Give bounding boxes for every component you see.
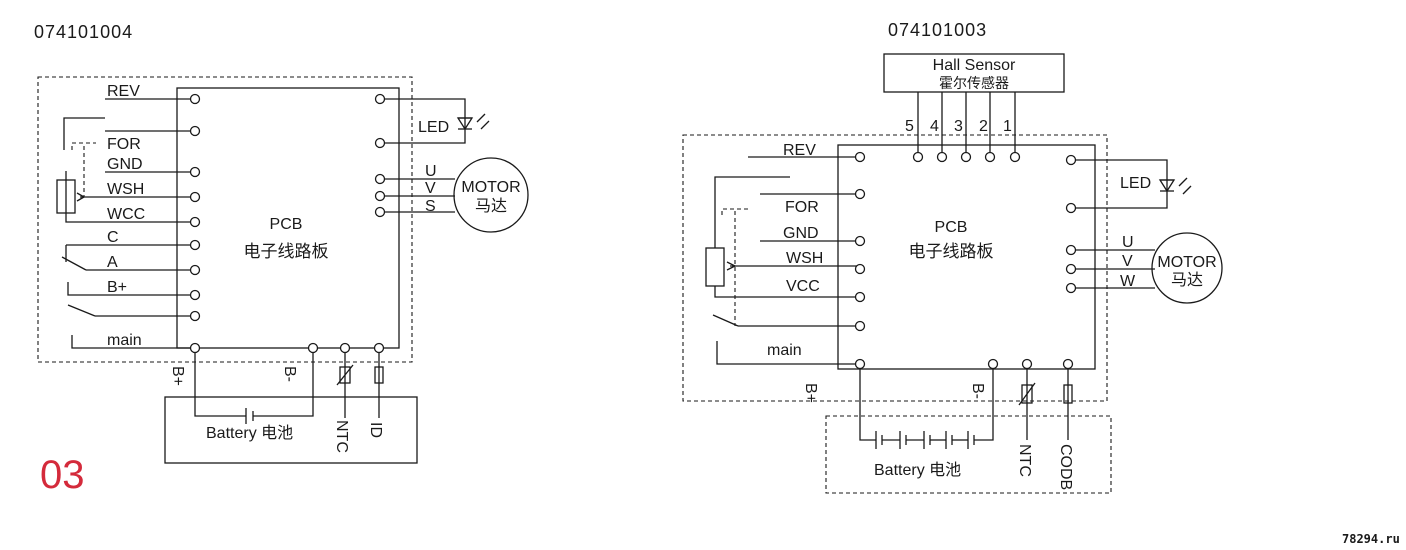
diagram-074101003: 074101003 Hall Sensor 霍尔传感器 5 4 3 2 1 PC… xyxy=(682,20,1223,494)
right-hall-subtitle: 霍尔传感器 xyxy=(939,75,1009,91)
left-label-gnd: GND xyxy=(107,156,143,173)
right-label-for: FOR xyxy=(785,199,819,216)
right-motor-pin-w: W xyxy=(1120,273,1136,290)
left-motor-sub: 马达 xyxy=(475,197,507,215)
watermark: 78294.ru xyxy=(1342,532,1400,546)
left-motor xyxy=(453,157,529,233)
left-enclosure xyxy=(37,76,413,363)
right-hall-pin-5: 5 xyxy=(905,118,914,135)
left-label-bplus: B+ xyxy=(107,279,127,296)
left-bplus-label: B+ xyxy=(169,366,186,386)
right-pcb-subtitle: 电子线路板 xyxy=(909,242,994,261)
left-battery-label: Battery 电池 xyxy=(206,424,293,442)
right-battery-box xyxy=(825,415,1112,494)
right-pcb-title: PCB xyxy=(935,219,968,236)
right-codb-label: CODB xyxy=(1057,444,1074,490)
left-motor-pin-v: V xyxy=(425,180,436,197)
right-label-main: main xyxy=(767,342,802,359)
right-enclosure xyxy=(682,134,1108,402)
left-pin-main xyxy=(189,342,201,354)
left-label-wcc: WCC xyxy=(107,206,145,223)
left-label-c: C xyxy=(107,229,119,246)
left-pin-rev xyxy=(189,93,201,105)
right-bplus-label: B+ xyxy=(802,383,819,403)
left-pin-bplus xyxy=(189,289,201,301)
right-bminus-label: B- xyxy=(969,383,986,399)
right-hall-pin-4: 4 xyxy=(930,118,939,135)
right-motor xyxy=(1151,232,1223,304)
left-id-label: ID xyxy=(367,422,384,438)
left-battery-box xyxy=(164,396,418,464)
right-pcb-board xyxy=(837,144,1096,370)
left-pin-for xyxy=(189,125,201,137)
right-hall-pin-3: 3 xyxy=(954,118,963,135)
left-label-wsh: WSH xyxy=(107,181,144,198)
left-ntc-label: NTC xyxy=(333,420,350,453)
left-pin-c xyxy=(189,239,201,251)
right-motor-pin-v: V xyxy=(1122,253,1133,270)
right-motor-sub: 马达 xyxy=(1171,271,1203,289)
diagram-074101004: 074101004 PCB 电子线路板 xyxy=(34,22,529,464)
left-pin-gnd xyxy=(189,166,201,178)
left-model-code: 074101004 xyxy=(34,22,133,42)
left-label-rev: REV xyxy=(107,83,140,100)
left-pcb-title: PCB xyxy=(270,216,303,233)
page-number: 03 xyxy=(40,453,85,497)
right-label-rev: REV xyxy=(783,142,816,159)
right-model-code: 074101003 xyxy=(888,20,987,40)
left-pin-wsh xyxy=(189,191,201,203)
left-pin-wcc xyxy=(189,216,201,228)
left-pin-extra xyxy=(189,310,201,322)
left-pcb-subtitle: 电子线路板 xyxy=(244,242,329,261)
left-potentiometer xyxy=(56,179,76,214)
right-hall-sensor xyxy=(883,53,1065,93)
left-label-main: main xyxy=(107,332,142,349)
right-battery-label: Battery 电池 xyxy=(874,461,961,479)
right-led-label: LED xyxy=(1120,175,1151,192)
left-label-for: FOR xyxy=(107,136,141,153)
right-battery-cells xyxy=(875,431,975,449)
right-motor-pin-u: U xyxy=(1122,234,1134,251)
left-bminus-label: B- xyxy=(281,366,298,382)
right-label-gnd: GND xyxy=(783,225,819,242)
right-hall-pin-2: 2 xyxy=(979,118,988,135)
left-led-label: LED xyxy=(418,119,449,136)
left-label-a: A xyxy=(107,254,118,271)
left-motor-label: MOTOR xyxy=(461,179,520,196)
right-ntc-label: NTC xyxy=(1016,444,1033,477)
right-label-wsh: WSH xyxy=(786,250,823,267)
left-pcb-board xyxy=(176,87,400,349)
right-hall-pin-1: 1 xyxy=(1003,118,1012,135)
right-label-vcc: VCC xyxy=(786,278,820,295)
left-motor-pin-s: S xyxy=(425,198,436,215)
left-motor-pin-u: U xyxy=(425,163,437,180)
right-potentiometer xyxy=(705,247,725,287)
left-pin-a xyxy=(189,264,201,276)
right-motor-label: MOTOR xyxy=(1157,254,1216,271)
right-hall-title: Hall Sensor xyxy=(933,57,1016,74)
